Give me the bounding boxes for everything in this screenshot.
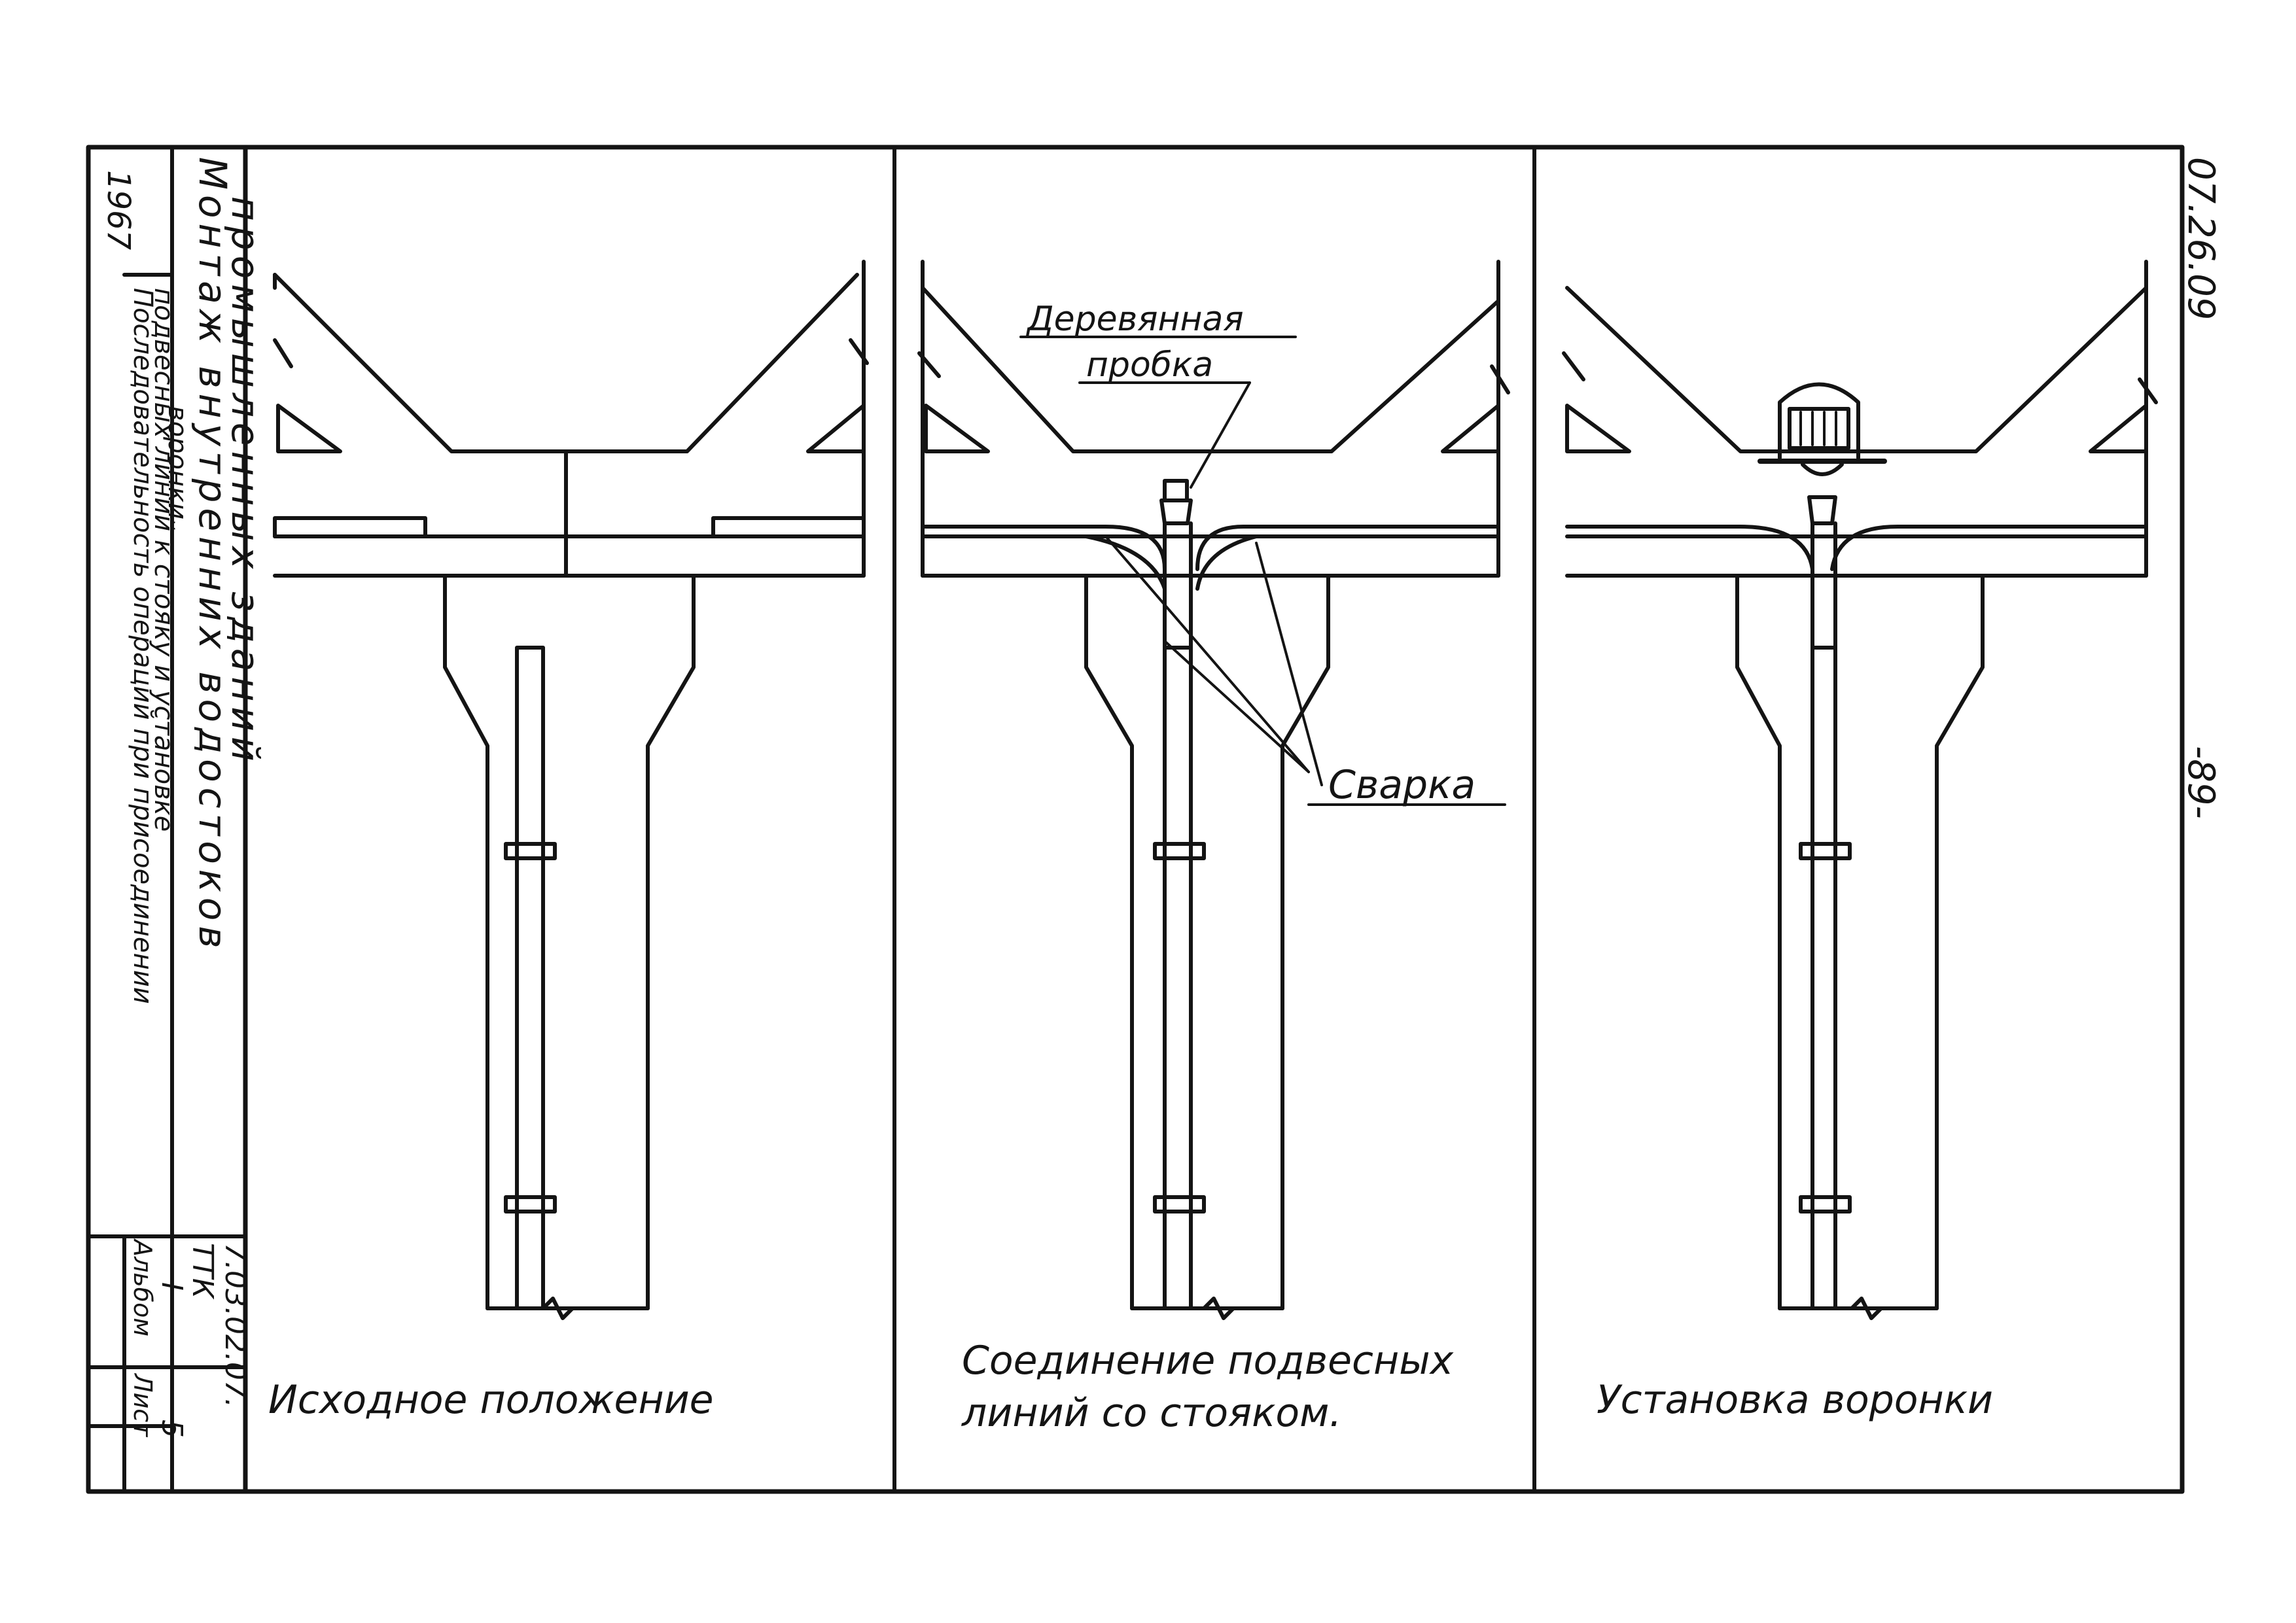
panel-initial-position: Исходное положение (268, 260, 869, 1423)
title-line2: промышленных зданий (223, 196, 268, 767)
panel-connection: Деревянная пробка Сварка Соединение подв… (917, 260, 1510, 1436)
page-number: -89- (2180, 746, 2222, 819)
callout-wood-plug-line1: Деревянная (1026, 300, 1244, 339)
sheet-label: Лист (128, 1372, 157, 1438)
caption-funnel: Установка воронки (1597, 1377, 1993, 1423)
callout-welding: Сварка (1328, 762, 1475, 808)
title-line1: Монтаж внутренних водостоков (190, 157, 235, 954)
caption-connection-line2: линий со стояком. (961, 1390, 1341, 1436)
caption-initial: Исходное положение (268, 1377, 714, 1423)
album-label: Альбом (128, 1238, 157, 1336)
sheet-value: 5 (155, 1420, 188, 1438)
year-label: 1967 (100, 170, 137, 251)
subtitle-line2: подвесных линий к стояку и установке (149, 288, 179, 831)
callout-wood-plug-line2: пробка (1086, 345, 1213, 385)
doc-code-line2: 7.03.02.07. (219, 1243, 252, 1408)
doc-code-line1: ТТК (186, 1243, 219, 1300)
subtitle-line3: воронки (162, 406, 192, 519)
sheet-frame (86, 145, 2185, 1494)
panel-funnel-installation: Установка воронки (1562, 260, 2158, 1423)
subtitle-line1: Последовательность операций при присоеди… (128, 288, 158, 1004)
caption-connection-line1: Соединение подвесных (962, 1338, 1454, 1384)
title-block: 1967 Последовательность операций при при… (86, 157, 268, 1493)
album-value: I (155, 1282, 188, 1291)
drawing-code: 07.26.09 (2180, 157, 2222, 320)
